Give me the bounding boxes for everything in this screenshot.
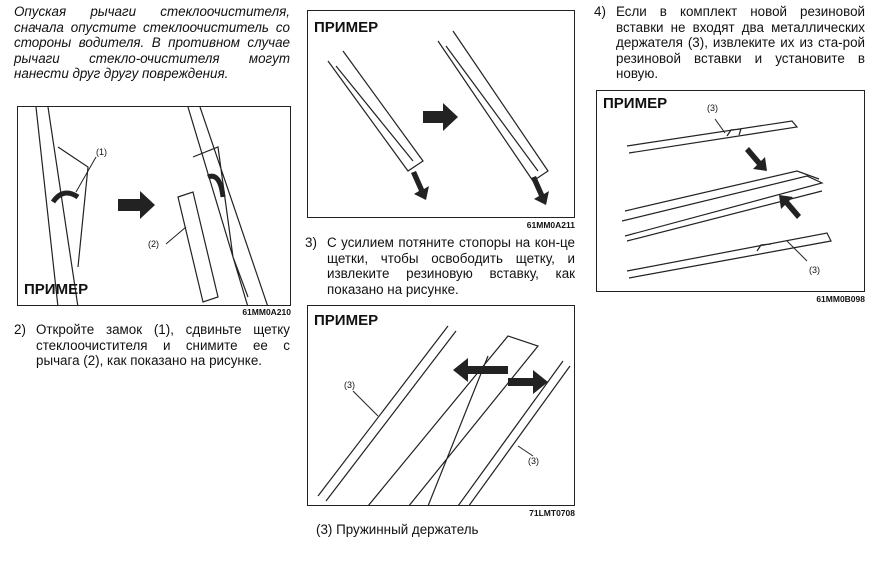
callout: (3): [344, 380, 355, 390]
wiper-lock-illustration: [35, 107, 268, 305]
figure-code: 71LMT0708: [529, 508, 575, 518]
step-text: Откройте замок (1), сдвиньте щетку стекл…: [36, 322, 290, 368]
figure-code: 61MM0B098: [816, 294, 865, 304]
callout: (3): [707, 103, 718, 113]
callout: (1): [96, 147, 107, 157]
warning-note: Опуская рычаги стеклоочистителя, сначала…: [14, 4, 290, 81]
figure-4: (3) (3) ПРИМЕР: [596, 90, 865, 292]
callout: (3): [528, 456, 539, 466]
step-number: 2): [14, 322, 26, 337]
callout: (3): [809, 265, 820, 275]
arrow-up-icon: [779, 195, 801, 219]
figure-label: ПРИМЕР: [603, 95, 668, 112]
arrow-right-icon: [118, 191, 155, 219]
arrow-down-icon: [531, 176, 549, 205]
step-text: Если в комплект новой резиновой вставки …: [616, 4, 865, 81]
step-text: С усилием потяните стопоры на кон-це щет…: [327, 235, 575, 297]
arrow-down-icon: [411, 171, 429, 200]
figure-2: ПРИМЕР: [307, 10, 575, 218]
arrow-right-icon: [508, 370, 548, 394]
step-number: 3): [305, 235, 317, 250]
step-2: 2) Откройте замок (1), сдвиньте щетку ст…: [14, 322, 290, 369]
arrow-down-icon: [745, 147, 767, 171]
legend: (3) Пружинный держатель: [316, 522, 479, 537]
figure-1: (1) (2) ПРИМЕР: [17, 106, 291, 306]
figure-label: ПРИМЕР: [314, 312, 379, 329]
callout: (2): [148, 239, 159, 249]
figure-code: 61MM0A211: [526, 220, 575, 230]
figure-3: (3) (3) ПРИМЕР: [307, 305, 575, 506]
figure-code: 61MM0A210: [242, 307, 291, 317]
wiper-stopper-illustration: [327, 30, 549, 205]
arrow-left-icon: [453, 358, 508, 382]
figure-label: ПРИМЕР: [24, 281, 89, 298]
arrow-right-icon: [423, 103, 458, 131]
step-number: 4): [594, 4, 606, 19]
spring-holder-illustration: [317, 325, 571, 505]
step-3: 3) С усилием потяните стопоры на кон-це …: [305, 235, 575, 297]
step-4: 4) Если в комплект новой резиновой встав…: [594, 4, 865, 82]
figure-label: ПРИМЕР: [314, 19, 379, 36]
holder-insert-illustration: [621, 118, 832, 279]
